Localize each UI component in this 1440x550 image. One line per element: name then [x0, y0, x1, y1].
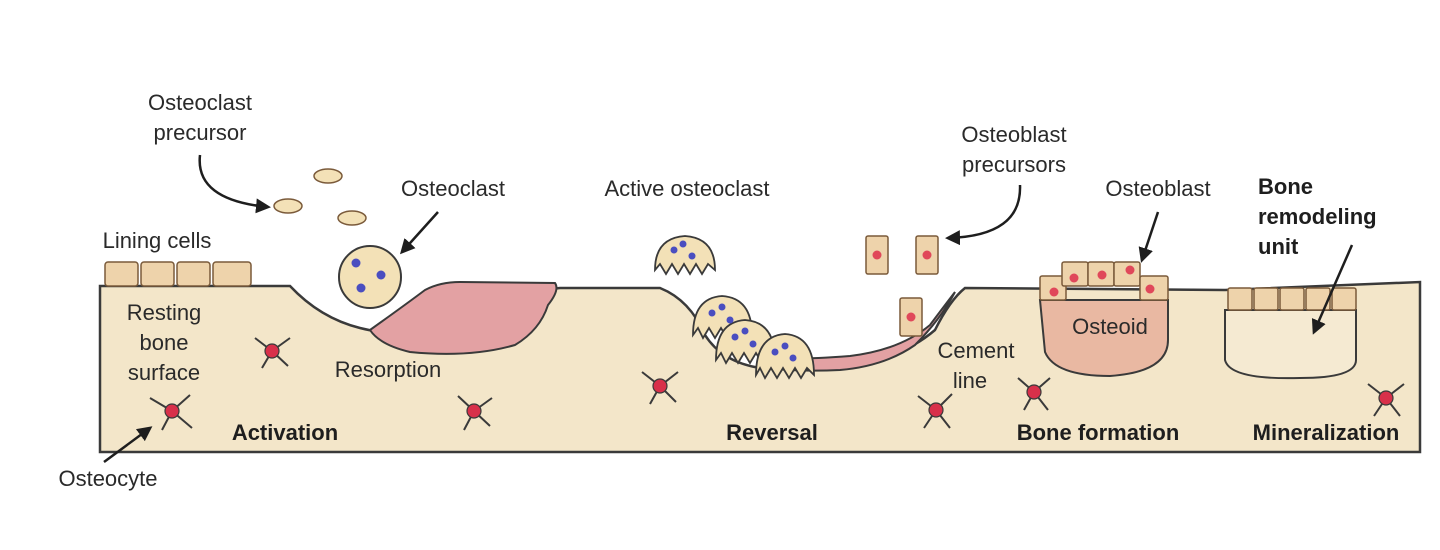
phase-bone-formation: Bone formation — [1017, 420, 1180, 445]
active-osteoclast-cells — [654, 235, 815, 380]
resorption-label: Resorption — [335, 357, 441, 382]
bone-remodeling-unit-cavity — [1224, 309, 1357, 380]
osteoclast-precursor-cells — [273, 168, 367, 226]
cement-line-label-1: Cement — [937, 338, 1014, 363]
phase-mineralization: Mineralization — [1253, 420, 1400, 445]
bmu-label-3: unit — [1258, 234, 1299, 259]
resting-surface-label-3: surface — [128, 360, 200, 385]
phase-activation: Activation — [232, 420, 338, 445]
osteoid-label: Osteoid — [1072, 314, 1148, 339]
osteocyte-label: Osteocyte — [58, 466, 157, 491]
cement-line-label-2: line — [953, 368, 987, 393]
osteoclast-cell — [338, 245, 402, 309]
lining-cells-left — [104, 261, 252, 287]
osteocytes — [149, 337, 1405, 431]
resting-surface-label-2: bone — [140, 330, 189, 355]
osteoblast-precursors-label-1: Osteoblast — [961, 122, 1066, 147]
osteoblast-precursor-cells — [865, 235, 939, 337]
osteoid — [1038, 299, 1169, 378]
bmu-label-1: Bone — [1258, 174, 1313, 199]
osteoblast-cells — [1039, 261, 1169, 301]
bmu-label-2: remodeling — [1258, 204, 1377, 229]
osteoblast-precursors-label-2: precursors — [962, 152, 1066, 177]
active-osteoclast-nuclei — [670, 240, 797, 362]
lining-cells-bmu — [1227, 287, 1357, 311]
resorption-pit — [368, 280, 558, 355]
osteoclast-precursor-label-2: precursor — [154, 120, 247, 145]
lining-cells-label: Lining cells — [103, 228, 212, 253]
phase-reversal: Reversal — [726, 420, 818, 445]
osteoclast-precursor-label-1: Osteoclast — [148, 90, 252, 115]
pointer-arrows — [103, 154, 1354, 464]
osteoblast-label: Osteoblast — [1105, 176, 1210, 201]
resting-surface-label-1: Resting — [127, 300, 202, 325]
active-osteoclast-label: Active osteoclast — [604, 176, 769, 201]
osteoclast-label: Osteoclast — [401, 176, 505, 201]
